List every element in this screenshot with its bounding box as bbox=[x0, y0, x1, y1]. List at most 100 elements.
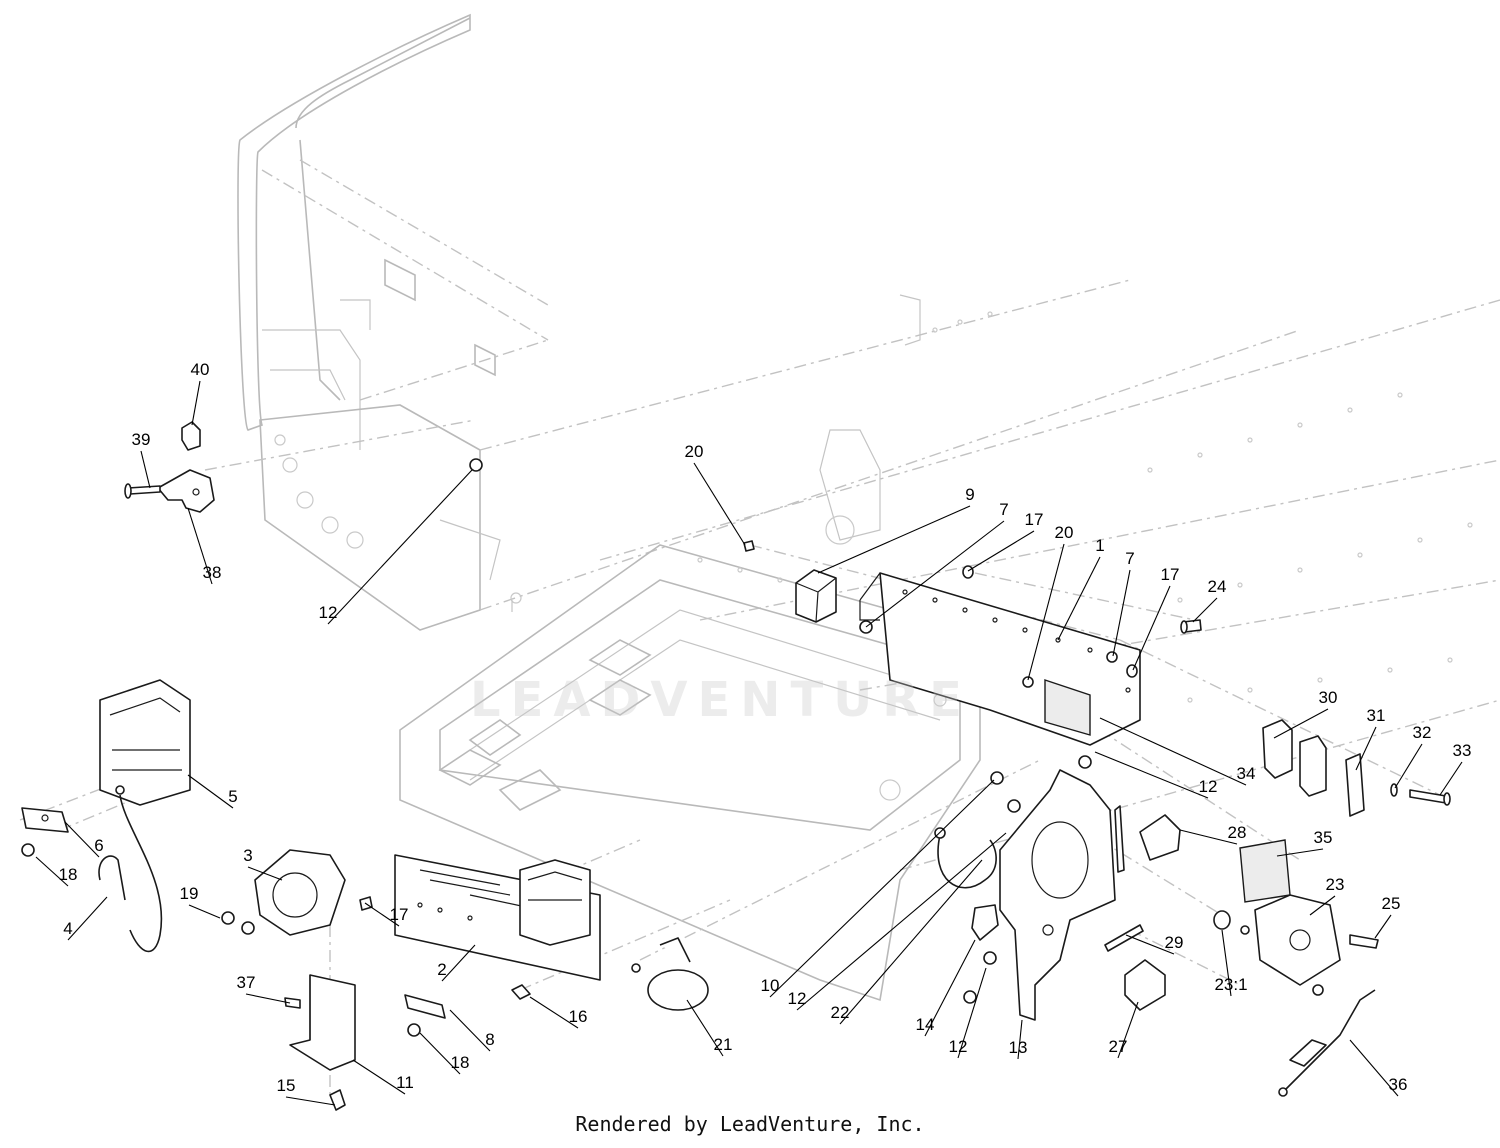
callout-c40: 40 bbox=[191, 360, 210, 426]
callout-c5: 5 bbox=[187, 774, 238, 809]
callout-leader bbox=[817, 505, 971, 574]
callout-number: 23:1 bbox=[1214, 975, 1247, 994]
callout-number: 17 bbox=[1161, 565, 1180, 584]
callout-c7a: 7 bbox=[865, 500, 1009, 628]
part-30a bbox=[1262, 719, 1293, 779]
callout-leader bbox=[1112, 569, 1131, 657]
callout-c2: 2 bbox=[437, 944, 476, 982]
callout-c12a: 12 bbox=[319, 469, 473, 625]
callout-leader bbox=[187, 507, 213, 585]
part-31 bbox=[1345, 753, 1365, 817]
callout-number: 38 bbox=[203, 563, 222, 582]
part-36 bbox=[1284, 989, 1376, 1091]
callout-leader bbox=[796, 832, 1007, 1011]
part-8 bbox=[404, 994, 446, 1019]
callout-number: 24 bbox=[1208, 577, 1227, 596]
part-2-fuse bbox=[519, 859, 591, 946]
part-12a bbox=[469, 458, 483, 472]
callout-leader bbox=[1099, 717, 1247, 786]
part-33 bbox=[1409, 789, 1447, 804]
callout-leader bbox=[285, 1096, 336, 1106]
callout-leader bbox=[327, 469, 473, 625]
callout-number: 18 bbox=[451, 1053, 470, 1072]
callout-number: 29 bbox=[1165, 933, 1184, 952]
callout-c38: 38 bbox=[187, 507, 222, 585]
callout-number: 12 bbox=[319, 603, 338, 622]
callout-number: 36 bbox=[1389, 1075, 1408, 1094]
callout-leader bbox=[1192, 597, 1218, 623]
part-6 bbox=[21, 807, 69, 833]
callout-c18b: 18 bbox=[419, 1032, 470, 1075]
callout-leader bbox=[67, 896, 108, 941]
callout-number: 25 bbox=[1382, 894, 1401, 913]
callout-number: 23 bbox=[1326, 875, 1345, 894]
callout-leader bbox=[35, 856, 69, 887]
watermark: LEADVENTURE bbox=[470, 672, 972, 728]
part-27 bbox=[1124, 959, 1166, 1011]
callout-number: 34 bbox=[1237, 764, 1256, 783]
callout-number: 18 bbox=[59, 865, 78, 884]
callout-number: 19 bbox=[180, 884, 199, 903]
callout-c1: 1 bbox=[1057, 536, 1105, 641]
part-5 bbox=[99, 679, 191, 806]
callout-leader bbox=[686, 999, 724, 1057]
callout-leader bbox=[1221, 929, 1232, 997]
callout-number: 7 bbox=[1125, 549, 1134, 568]
callout-leader bbox=[1349, 1039, 1399, 1097]
part-23 bbox=[1254, 894, 1341, 986]
callout-leader bbox=[1094, 751, 1209, 799]
callout-c10: 10 bbox=[761, 779, 995, 998]
callout-c9: 9 bbox=[817, 485, 975, 574]
part-18b bbox=[407, 1023, 421, 1037]
callout-number: 16 bbox=[569, 1007, 588, 1026]
callout-number: 20 bbox=[1055, 523, 1074, 542]
callout-c17a: 17 bbox=[967, 510, 1044, 572]
callout-number: 21 bbox=[714, 1035, 733, 1054]
part-29 bbox=[1104, 924, 1144, 952]
callout-leader bbox=[693, 462, 746, 546]
callout-leader bbox=[1439, 761, 1463, 796]
callout-c18a: 18 bbox=[35, 856, 78, 887]
part-40 bbox=[181, 421, 201, 451]
part-23-1 bbox=[1213, 910, 1231, 930]
callout-leader bbox=[441, 944, 476, 982]
callout-c7b: 7 bbox=[1112, 549, 1135, 657]
callout-c27: 27 bbox=[1109, 1001, 1139, 1059]
part-37 bbox=[284, 997, 301, 1009]
callout-leader bbox=[188, 904, 221, 919]
callout-c25: 25 bbox=[1374, 894, 1401, 939]
callout-c3: 3 bbox=[243, 846, 283, 881]
footer-credit: Rendered by LeadVenture, Inc. bbox=[575, 1112, 925, 1136]
callout-leader bbox=[140, 450, 151, 489]
part-30b bbox=[1299, 735, 1327, 797]
part-34 bbox=[1044, 679, 1091, 736]
callout-c12b: 12 bbox=[1094, 751, 1217, 799]
callout-leader bbox=[1017, 1019, 1023, 1060]
callout-c33: 33 bbox=[1439, 741, 1471, 796]
callout-leader bbox=[1179, 829, 1238, 845]
callout-c15: 15 bbox=[277, 1076, 336, 1106]
callout-c11: 11 bbox=[352, 1059, 414, 1095]
callout-number: 5 bbox=[228, 787, 237, 806]
callout-number: 39 bbox=[132, 430, 151, 449]
part-28 bbox=[1139, 814, 1181, 861]
callout-c19: 19 bbox=[180, 884, 221, 919]
callout-number: 17 bbox=[1025, 510, 1044, 529]
callout-number: 11 bbox=[396, 1073, 414, 1092]
part-17a bbox=[962, 565, 974, 579]
callout-c20a: 20 bbox=[685, 442, 746, 546]
callout-leader bbox=[1117, 1001, 1139, 1059]
callout-leader bbox=[364, 902, 400, 927]
callout-leader bbox=[352, 1059, 406, 1095]
callout-leader bbox=[1309, 895, 1336, 916]
callout-number: 17 bbox=[390, 905, 409, 924]
callout-number: 30 bbox=[1319, 688, 1338, 707]
callout-number: 3 bbox=[243, 846, 252, 865]
callout-c16: 16 bbox=[529, 996, 588, 1029]
callout-c32: 32 bbox=[1394, 723, 1431, 789]
part-16 bbox=[511, 984, 531, 1000]
callout-leader bbox=[1125, 934, 1175, 955]
callout-number: 40 bbox=[191, 360, 210, 379]
callout-c23_1: 23:1 bbox=[1214, 929, 1248, 997]
